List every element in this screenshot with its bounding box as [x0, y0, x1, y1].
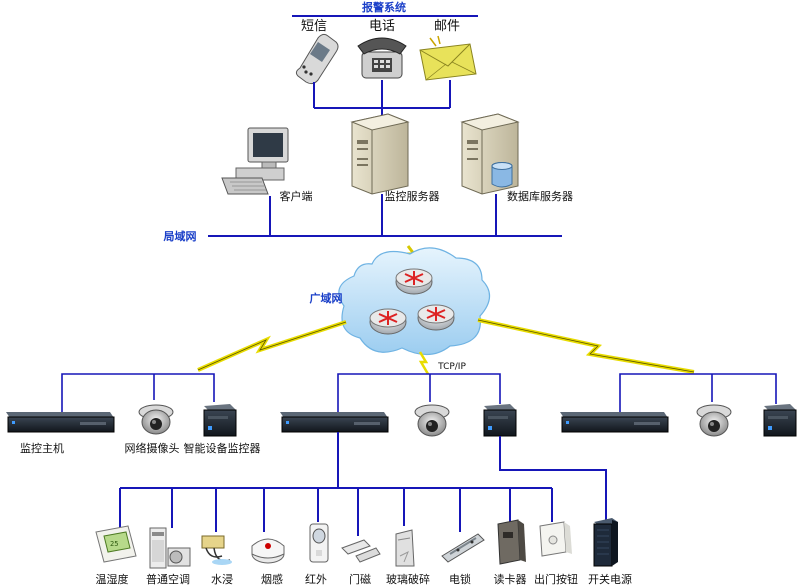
- db-server-label: 数据库服务器: [507, 189, 573, 203]
- lock-label: 电锁: [449, 572, 471, 586]
- client-pc-icon: [221, 127, 289, 195]
- mobile-phone-icon: [295, 33, 339, 85]
- email-label: 邮件: [434, 19, 460, 34]
- smart-monitor-icon: [203, 404, 237, 437]
- glass-break-label: 玻璃破碎: [386, 572, 430, 586]
- smart-monitor-icon: [483, 404, 517, 437]
- telephone-icon: [357, 37, 407, 79]
- router-icon: [369, 308, 407, 335]
- center-site-lightning-icon: [418, 351, 430, 375]
- sensor-drops: [119, 488, 553, 536]
- router-icon: [395, 268, 433, 295]
- sms-label: 短信: [301, 19, 327, 34]
- wan-label: 广域网: [310, 291, 343, 305]
- right-site-bus: [619, 373, 777, 412]
- monitor-server-icon: [350, 113, 410, 195]
- smoke-label: 烟感: [261, 572, 283, 586]
- temp-humidity-sensor-icon: 25: [95, 525, 137, 563]
- monitor-host-icon: [560, 412, 669, 433]
- exit-button-label: 出门按钮: [534, 572, 578, 586]
- water-leak-sensor-icon: [201, 535, 232, 565]
- ac-label: 普通空调: [146, 572, 190, 586]
- door-magnet-label: 门磁: [349, 572, 371, 586]
- network-camera-icon: [138, 404, 174, 435]
- network-camera-icon: [696, 404, 732, 437]
- svg-text:25: 25: [110, 540, 118, 548]
- infrared-label: 红外: [305, 573, 327, 586]
- tcpip-label: TCP/IP: [437, 362, 466, 372]
- smart-monitor-label: 智能设备监控器: [184, 441, 261, 455]
- router-icon: [417, 304, 455, 331]
- temp-humidity-label: 温湿度: [96, 572, 129, 586]
- smoke-detector-icon: [251, 538, 285, 564]
- infrared-sensor-icon: [309, 523, 329, 563]
- wan-cloud: [338, 247, 491, 356]
- lan-label: 局域网: [163, 229, 197, 243]
- air-conditioner-icon: [149, 527, 191, 569]
- right-site-lightning-icon: [477, 318, 695, 374]
- center-site-bus: [337, 373, 501, 412]
- left-site-lightning-outline: [197, 321, 347, 371]
- network-camera-icon: [414, 404, 450, 437]
- glass-break-sensor-icon: [395, 529, 415, 567]
- monitor-host-icon: [6, 412, 115, 433]
- power-switch-label: 开关电源: [588, 572, 632, 586]
- left-site-bus: [61, 373, 215, 412]
- monitor-server-label: 监控服务器: [385, 189, 440, 203]
- smart-monitor-to-power-link: [499, 436, 607, 522]
- monitor-host-label: 监控主机: [20, 441, 64, 455]
- smart-monitor-icon: [763, 404, 797, 437]
- phone-label: 电话: [369, 19, 395, 34]
- right-site-lightning-outline: [477, 319, 695, 373]
- database-server-icon: [460, 113, 520, 195]
- electric-lock-icon: [441, 533, 485, 563]
- water-label: 水浸: [211, 573, 233, 586]
- card-reader-label: 读卡器: [494, 572, 527, 586]
- exit-button-icon: [539, 521, 572, 557]
- card-reader-icon: [497, 519, 526, 565]
- alarm-system-title: 报警系统: [362, 0, 406, 14]
- door-magnet-sensor-icon: [341, 539, 381, 563]
- email-envelope-icon: [419, 35, 477, 81]
- monitor-host-icon: [280, 412, 389, 433]
- client-label: 客户端: [280, 189, 313, 203]
- camera-label: 网络摄像头: [125, 441, 180, 455]
- power-supply-cabinet-icon: [593, 518, 618, 567]
